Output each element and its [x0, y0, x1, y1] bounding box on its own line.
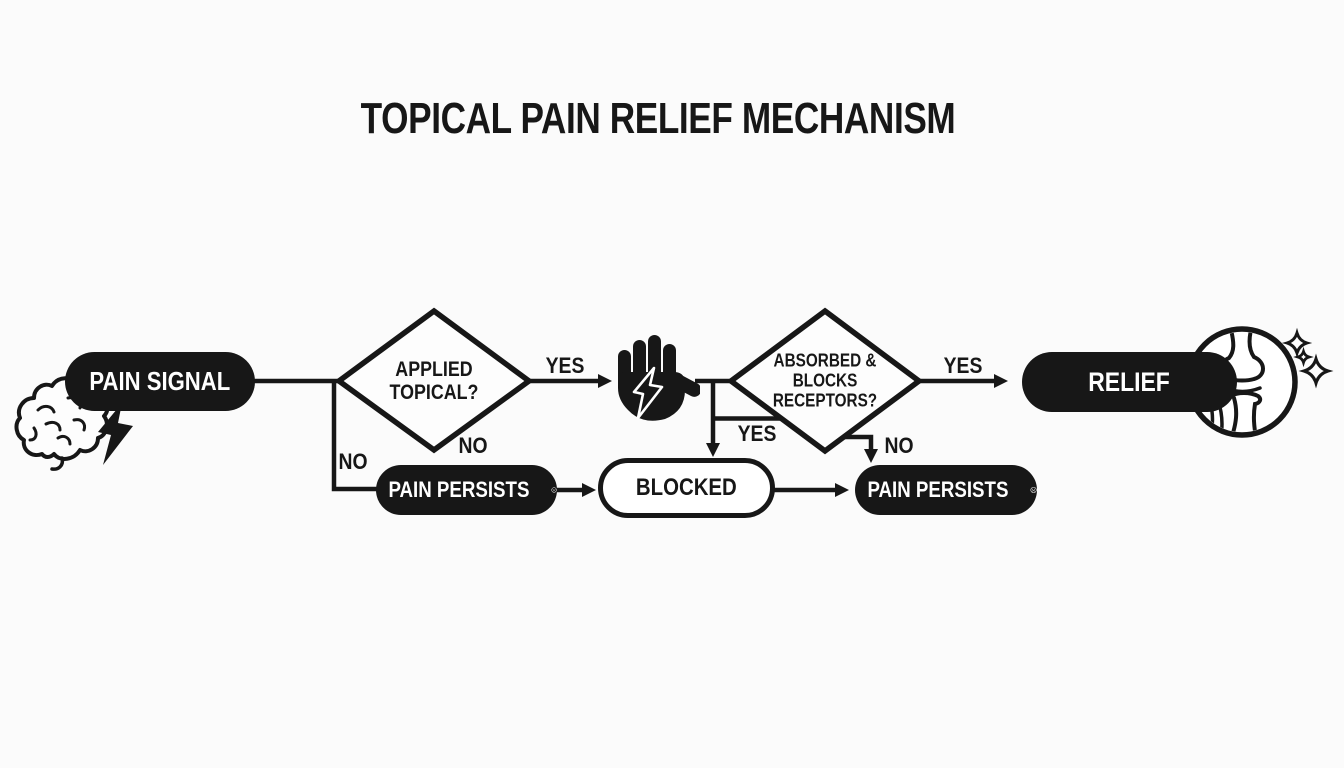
- relief-node: RELIEF: [1022, 352, 1237, 412]
- decision-absorbed-blocks: [726, 307, 924, 455]
- blocked-node: BLOCKED: [598, 458, 775, 518]
- arrowhead-down-icon: [706, 443, 720, 457]
- pain-persists-label: PAIN PERSISTS: [388, 477, 530, 502]
- pain-persists-left-node: PAIN PERSISTS: [376, 465, 557, 515]
- flow-line-decision1-no: [331, 381, 378, 492]
- decision-applied-topical: [334, 307, 534, 454]
- pain-persists-label: PAIN PERSISTS: [867, 477, 1009, 502]
- edge-label-applied-no-branch: NO: [338, 449, 368, 474]
- edge-label-blocked-yes: YES: [737, 421, 777, 446]
- edge-label-applied-no-below: NO: [458, 433, 488, 458]
- edge-label-absorbed-no: NO: [884, 433, 914, 458]
- applied-topical-label: APPLIED TOPICAL?: [390, 358, 479, 404]
- pain-signal-label: PAIN SIGNAL: [89, 366, 231, 396]
- arrowhead-right-icon: [835, 483, 849, 497]
- edge-label-applied-yes: YES: [545, 353, 585, 378]
- applied-topical-line1: APPLIED: [395, 357, 473, 381]
- arrowheads: [582, 374, 1008, 497]
- absorbed-blocks-line2: BLOCKS: [792, 370, 858, 391]
- blocked-label: BLOCKED: [636, 474, 737, 501]
- arrowhead-down-icon: [864, 449, 878, 463]
- pain-persists-right-node: PAIN PERSISTS: [855, 465, 1037, 515]
- flow-line-decision2-no: [845, 434, 874, 453]
- hand-icon: [618, 335, 700, 421]
- arrowhead-right-icon: [598, 374, 612, 388]
- arrowhead-right-icon: [994, 374, 1008, 388]
- pain-signal-node: PAIN SIGNAL: [65, 352, 255, 411]
- lightning-bolt-icon: [98, 403, 133, 465]
- applied-topical-line2: TOPICAL?: [389, 381, 479, 404]
- absorbed-blocks-line3: RECEPTORS?: [772, 389, 878, 410]
- absorbed-blocks-label: ABSORBED & BLOCKS RECEPTORS?: [773, 351, 877, 410]
- sad-face-icon: [1030, 486, 1037, 494]
- relief-label: RELIEF: [1088, 366, 1171, 397]
- absorbed-blocks-line1: ABSORBED &: [773, 350, 877, 371]
- arrowhead-right-icon: [582, 483, 596, 497]
- sad-face-icon: [551, 487, 557, 493]
- lightning-bolt-icon: [632, 366, 664, 420]
- flow-lines: [250, 378, 997, 493]
- sparkles-icon: [1281, 327, 1334, 389]
- page-title: TOPICAL PAIN RELIEF MECHANISM: [360, 94, 956, 143]
- edge-label-absorbed-yes: YES: [943, 353, 983, 378]
